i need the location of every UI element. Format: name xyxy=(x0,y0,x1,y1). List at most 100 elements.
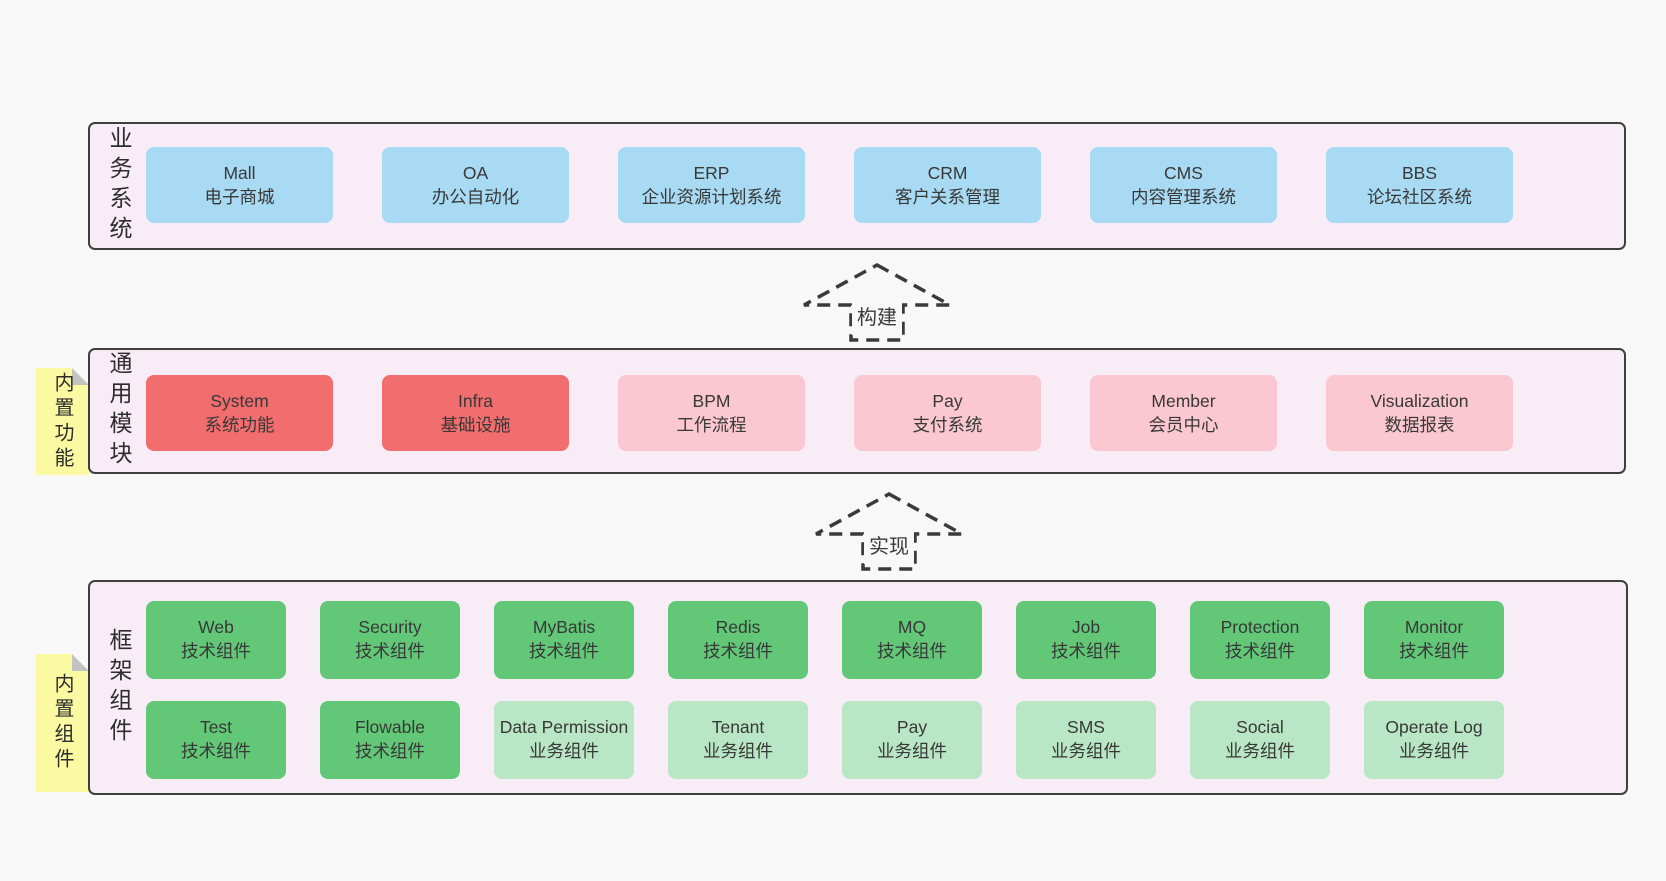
box-sms: SMS 业务组件 xyxy=(1016,701,1156,779)
box-mybatis: MyBatis 技术组件 xyxy=(494,601,634,679)
box-title: BBS xyxy=(1401,162,1438,183)
box-title: MyBatis xyxy=(532,617,596,638)
box-subtitle: 基础设施 xyxy=(440,415,511,435)
box-security: Security 技术组件 xyxy=(320,601,460,679)
box-title: Redis xyxy=(715,617,761,638)
box-redis: Redis 技术组件 xyxy=(668,601,808,679)
box-title: System xyxy=(210,390,269,411)
box-subtitle: 业务组件 xyxy=(703,741,773,761)
box-protection: Protection 技术组件 xyxy=(1190,601,1330,679)
box-row: Mall 电子商城 OA 办公自动化 ERP 企业资源计划系统 CRM 客户关系… xyxy=(146,147,1513,223)
section-label: 业务系统 xyxy=(106,126,132,246)
box-subtitle: 客户关系管理 xyxy=(895,187,1000,207)
box-title: Operate Log xyxy=(1385,717,1483,738)
box-title: OA xyxy=(462,162,489,183)
folded-corner-icon xyxy=(72,654,89,671)
box-tenant: Tenant 业务组件 xyxy=(668,701,808,779)
box-subtitle: 技术组件 xyxy=(355,641,425,661)
box-subtitle: 技术组件 xyxy=(877,641,947,661)
box-subtitle: 工作流程 xyxy=(676,415,747,435)
box-title: Flowable xyxy=(354,717,426,738)
box-subtitle: 技术组件 xyxy=(181,641,251,661)
box-crm: CRM 客户关系管理 xyxy=(854,147,1041,223)
box-subtitle: 技术组件 xyxy=(181,741,251,761)
box-monitor: Monitor 技术组件 xyxy=(1364,601,1504,679)
box-subtitle: 技术组件 xyxy=(1225,641,1295,661)
box-system: System 系统功能 xyxy=(146,375,333,451)
box-title: CMS xyxy=(1164,162,1203,183)
box-title: SMS xyxy=(1067,717,1105,738)
box-title: CRM xyxy=(927,162,968,183)
box-row: Test 技术组件 Flowable 技术组件 Data Permission … xyxy=(146,701,1504,779)
box-subtitle: 技术组件 xyxy=(529,641,599,661)
tab-label: 内置组件 xyxy=(51,673,73,773)
box-subtitle: 技术组件 xyxy=(1051,641,1121,661)
box-subtitle: 论坛社区系统 xyxy=(1367,187,1472,207)
sticky-tab-builtin-components: 内置组件 xyxy=(36,654,89,792)
box-member: Member 会员中心 xyxy=(1090,375,1277,451)
box-subtitle: 业务组件 xyxy=(877,741,947,761)
box-title: Job xyxy=(1071,617,1101,638)
box-data-permission: Data Permission 业务组件 xyxy=(494,701,634,779)
box-test: Test 技术组件 xyxy=(146,701,286,779)
box-title: Social xyxy=(1236,717,1284,738)
box-title: Data Permission xyxy=(499,717,629,738)
box-title: MQ xyxy=(897,617,927,638)
box-flowable: Flowable 技术组件 xyxy=(320,701,460,779)
box-subtitle: 支付系统 xyxy=(912,415,983,435)
box-title: ERP xyxy=(693,162,730,183)
box-subtitle: 技术组件 xyxy=(1399,641,1469,661)
box-subtitle: 系统功能 xyxy=(204,415,275,435)
box-infra: Infra 基础设施 xyxy=(382,375,569,451)
box-title: Member xyxy=(1151,390,1216,411)
sticky-tab-builtin-features: 内置功能 xyxy=(36,368,89,475)
box-mq: MQ 技术组件 xyxy=(842,601,982,679)
box-title: Protection xyxy=(1220,617,1300,638)
box-subtitle: 业务组件 xyxy=(1399,741,1469,761)
dashed-up-arrow-icon: 实现 xyxy=(815,492,963,571)
implement-arrow: 实现 xyxy=(812,490,967,577)
box-bpm: BPM 工作流程 xyxy=(618,375,805,451)
box-title: Test xyxy=(199,717,233,738)
box-subtitle: 业务组件 xyxy=(1051,741,1121,761)
box-title: Infra xyxy=(457,390,494,411)
box-subtitle: 企业资源计划系统 xyxy=(641,187,782,207)
box-subtitle: 办公自动化 xyxy=(431,187,520,207)
box-row: System 系统功能 Infra 基础设施 BPM 工作流程 Pay 支付系统… xyxy=(146,375,1513,451)
box-title: Tenant xyxy=(711,717,765,738)
section-label: 框架组件 xyxy=(106,627,132,748)
box-row: Web 技术组件 Security 技术组件 MyBatis 技术组件 Redi… xyxy=(146,601,1504,679)
box-subtitle: 内容管理系统 xyxy=(1131,187,1236,207)
section-business-systems: 业务系统 Mall 电子商城 OA 办公自动化 ERP 企业资源计划系统 CRM… xyxy=(88,122,1626,250)
box-title: BPM xyxy=(692,390,731,411)
tab-label: 内置功能 xyxy=(51,371,73,472)
dashed-up-arrow-icon: 构建 xyxy=(803,263,951,342)
box-job: Job 技术组件 xyxy=(1016,601,1156,679)
section-label: 通用模块 xyxy=(106,351,132,471)
box-social: Social 业务组件 xyxy=(1190,701,1330,779)
box-subtitle: 技术组件 xyxy=(703,641,773,661)
box-subtitle: 业务组件 xyxy=(529,741,599,761)
box-pay: Pay 支付系统 xyxy=(854,375,1041,451)
build-arrow: 构建 xyxy=(800,261,955,348)
box-title: Pay xyxy=(932,390,963,411)
box-operate-log: Operate Log 业务组件 xyxy=(1364,701,1504,779)
box-subtitle: 业务组件 xyxy=(1225,741,1295,761)
box-title: Visualization xyxy=(1370,390,1469,411)
box-pay-component: Pay 业务组件 xyxy=(842,701,982,779)
box-subtitle: 会员中心 xyxy=(1148,415,1219,435)
section-framework-components: 框架组件 Web 技术组件 Security 技术组件 MyBatis 技术组件… xyxy=(88,580,1628,795)
arrow-label: 构建 xyxy=(857,306,897,329)
box-visualization: Visualization 数据报表 xyxy=(1326,375,1513,451)
box-subtitle: 技术组件 xyxy=(355,741,425,761)
box-web: Web 技术组件 xyxy=(146,601,286,679)
section-common-modules: 通用模块 System 系统功能 Infra 基础设施 BPM 工作流程 Pay… xyxy=(88,348,1626,474)
box-title: Pay xyxy=(896,717,928,738)
box-title: Web xyxy=(198,617,234,638)
box-bbs: BBS 论坛社区系统 xyxy=(1326,147,1513,223)
box-title: Security xyxy=(358,617,422,638)
arrow-label: 实现 xyxy=(869,535,909,558)
box-subtitle: 数据报表 xyxy=(1384,415,1455,435)
box-subtitle: 电子商城 xyxy=(204,187,275,207)
